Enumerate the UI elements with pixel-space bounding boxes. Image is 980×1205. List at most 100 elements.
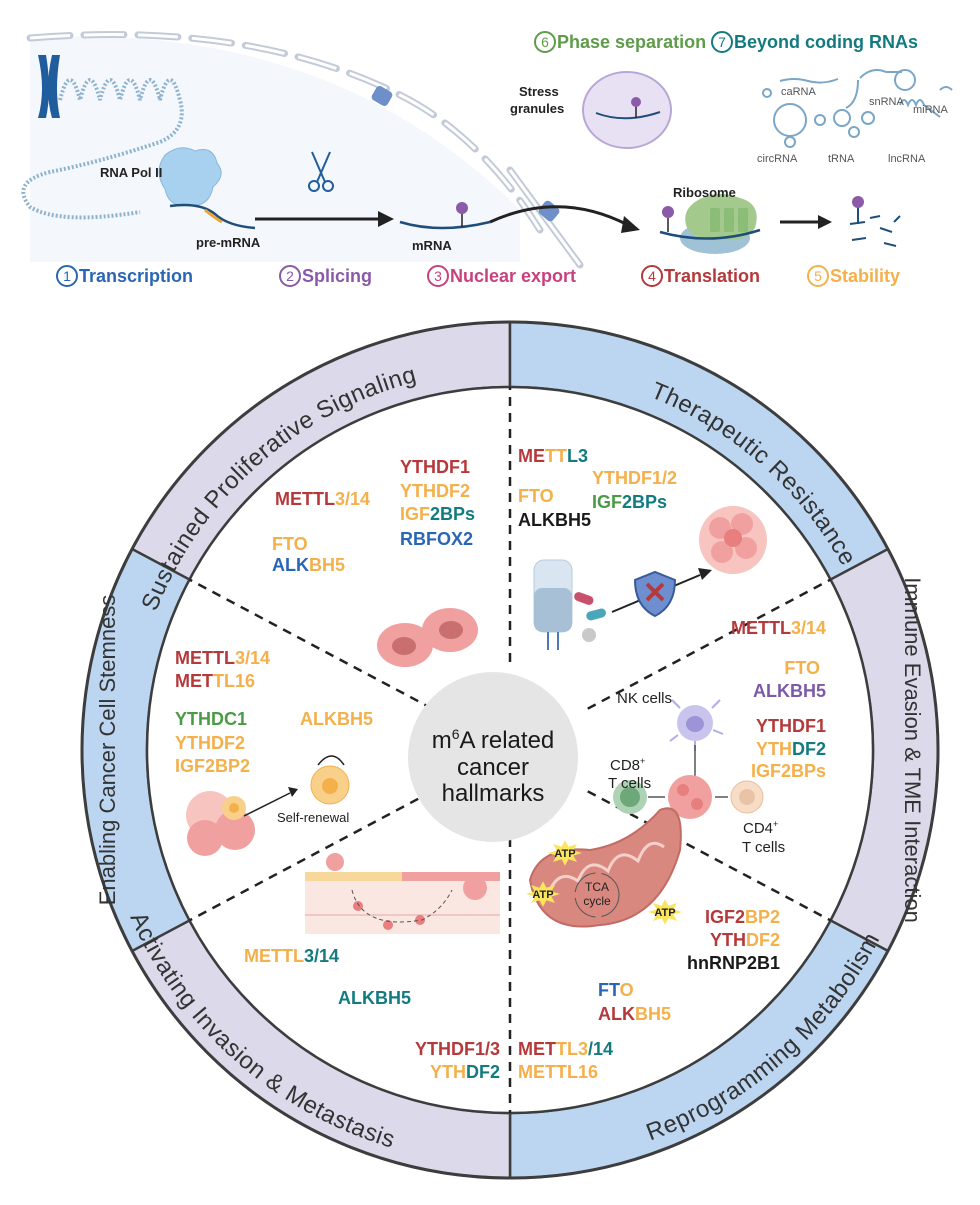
process-step-stability: 5 Stability (807, 265, 900, 287)
ribosome-label: Ribosome (673, 185, 736, 200)
gene-label-invasion: YTHDF1/3 (415, 1039, 500, 1059)
process-step-nuclear-export: 3 Nuclear export (427, 265, 576, 287)
nk-cells-label: NK cells (617, 690, 672, 707)
step-label: Beyond coding RNAs (734, 32, 918, 52)
cd8-t-cells-label: T cells (608, 775, 651, 792)
degraded-rna-icon (849, 196, 901, 247)
step-number-circle (279, 265, 301, 287)
gene-label-metabolism: IGF2BP2 (705, 907, 780, 927)
gene-label-proliferative: YTHDF1 (400, 457, 470, 477)
step-number: 2 (286, 268, 294, 284)
mrna-label: mRNA (412, 238, 452, 253)
sector-divider (587, 790, 832, 922)
gene-label-metabolism: FTO (598, 980, 634, 1000)
atp-label: ATP (532, 889, 553, 901)
rna-pol-ii-icon (158, 147, 222, 207)
step-number: 5 (814, 268, 822, 284)
atp-label: ATP (654, 907, 675, 919)
gene-label-stemness: METTL3/14 (175, 648, 270, 668)
blood-vessel-metastasis-icon (305, 853, 500, 934)
tumor-cell-target-icon (668, 775, 712, 819)
pre-mrna-label: pre-mRNA (196, 235, 261, 250)
step-number-circle (534, 31, 556, 53)
step-label: Nuclear export (450, 266, 576, 286)
gene-label-stemness: METTL16 (175, 671, 255, 691)
nuclear-pore-icon (538, 200, 560, 222)
noncoding-rna-icons (762, 69, 953, 148)
gene-label-immune: YTHDF2 (756, 739, 826, 759)
gene-label-proliferative: ALKBH5 (272, 555, 345, 575)
gene-label-stemness: IGF2BP2 (175, 756, 250, 776)
sector-divider (188, 578, 433, 710)
gene-label-stemness: YTHDF2 (175, 733, 245, 753)
atp-burst-icon: ATP (648, 899, 682, 925)
cd4-t-cells-label: T cells (742, 839, 785, 856)
gene-label-proliferative: METTL3/14 (275, 489, 370, 509)
step-label: Splicing (302, 266, 372, 286)
m6a-tag-icon (456, 202, 468, 227)
step-number-circle (56, 265, 78, 287)
gene-label-proliferative: RBFOX2 (400, 529, 473, 549)
step-number: 3 (434, 268, 442, 284)
process-step-transcription: 1 Transcription (56, 265, 193, 287)
atp-burst-icon: ATP (526, 881, 560, 907)
tca-label: TCA (585, 880, 609, 894)
step-number-circle (807, 265, 829, 287)
chromosome-icon (38, 55, 60, 118)
gene-label-invasion: METTL3/14 (244, 946, 339, 966)
stress-granules-label: Stress (519, 84, 559, 99)
step-number-circle (427, 265, 449, 287)
step-number: 7 (718, 34, 726, 50)
ncrna-label-circrna: circRNA (757, 153, 798, 165)
gene-label-therapeutic: METTL3 (518, 446, 588, 466)
step-label: Translation (664, 266, 760, 286)
gene-label-metabolism: METTL16 (518, 1062, 598, 1082)
gene-label-stemness: YTHDC1 (175, 709, 247, 729)
ncrna-label-lncrna: lncRNA (888, 153, 926, 165)
rna-pol-label: RNA Pol II (100, 165, 162, 180)
center-title-line1: m6A related (432, 726, 555, 754)
translated-mrna (659, 228, 761, 240)
gene-label-immune: FTO (784, 658, 820, 678)
shield-block-icon (633, 570, 677, 618)
ncrna-label-snrna: snRNA (869, 96, 905, 108)
gene-label-metabolism: YTHDF2 (710, 930, 780, 950)
tca-cycle-label: cycle (583, 894, 611, 908)
gene-label-invasion: YTHDF2 (430, 1062, 500, 1082)
gene-label-therapeutic: IGF2BPs (592, 492, 667, 512)
atp-label: ATP (554, 848, 575, 860)
tumor-mass-icon (186, 791, 255, 856)
cd8-label: CD8+ (610, 756, 645, 774)
cd8-t-cell-icon (613, 780, 647, 814)
pre-mrna-strand (169, 203, 256, 230)
step-number: 6 (541, 34, 549, 50)
step-label: Transcription (79, 266, 193, 286)
gene-label-immune: ALKBH5 (753, 681, 826, 701)
ncrna-label-mirna: miRNA (913, 104, 948, 116)
gene-label-metabolism: hnRNP2B1 (687, 953, 780, 973)
nk-cell-icon (669, 699, 724, 751)
hallmark-wheel: Sustained Proliferative Signaling Therap… (80, 320, 940, 1180)
center-title-line2: cancer (457, 754, 529, 781)
dividing-cell-icon (377, 608, 478, 667)
m6a-tag-icon (662, 206, 674, 218)
process-panel: RNA Pol II pre-mRNA mRNA (21, 31, 953, 287)
gene-label-therapeutic: ALKBH5 (518, 510, 591, 530)
mrna-strand (399, 220, 491, 230)
center-hub (408, 672, 578, 842)
ncrna-label-trna: tRNA (828, 153, 855, 165)
gene-label-proliferative: FTO (272, 534, 308, 554)
step-label: Stability (830, 266, 900, 286)
gene-label-metabolism: ALKBH5 (598, 1004, 671, 1024)
step-number-circle (711, 31, 733, 53)
hallmark-label-immune: Immune Evasion & TME Interaction (900, 577, 925, 923)
nucleus-region (30, 36, 520, 262)
pill-icons (574, 592, 606, 642)
gene-label-stemness: ALKBH5 (300, 709, 373, 729)
step-number: 1 (63, 268, 71, 284)
gene-label-metabolism: METTL3/14 (518, 1039, 613, 1059)
gene-label-therapeutic: FTO (518, 486, 554, 506)
nuclear-pore-icon (371, 86, 393, 106)
